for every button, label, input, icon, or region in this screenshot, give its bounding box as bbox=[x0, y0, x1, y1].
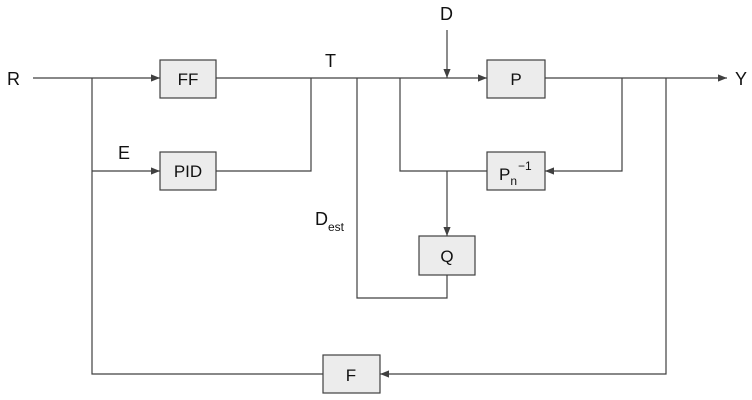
ff-block: FF bbox=[159, 59, 217, 99]
wire-pid-out bbox=[216, 78, 312, 172]
p-label: P bbox=[510, 70, 521, 89]
signal-d-est-base: D bbox=[315, 209, 328, 229]
pn-inverse-label: Pn−1 bbox=[499, 159, 532, 188]
q-label: Q bbox=[440, 247, 453, 266]
wire-pn-inv-out bbox=[399, 78, 487, 172]
pn-inverse-sub: n bbox=[510, 174, 517, 188]
pn-inverse-block: Pn−1 bbox=[486, 151, 546, 191]
q-block: Q bbox=[418, 235, 476, 276]
pid-block: PID bbox=[159, 151, 217, 191]
wire-y-to-pn-inv bbox=[545, 78, 623, 175]
wire-q-out-dest bbox=[356, 78, 448, 299]
f-label: F bbox=[346, 366, 356, 385]
signal-d-label: D bbox=[440, 4, 453, 24]
pn-inverse-sup: −1 bbox=[518, 159, 532, 173]
pn-inverse-base: P bbox=[499, 165, 510, 184]
wire-y-to-f bbox=[380, 78, 667, 378]
signal-t-label: T bbox=[325, 51, 336, 71]
f-block: F bbox=[322, 354, 381, 394]
signal-e-label: E bbox=[118, 143, 130, 163]
pid-label: PID bbox=[174, 162, 202, 181]
signal-y-label: Y bbox=[735, 69, 747, 89]
wire-left-trunk bbox=[91, 78, 323, 375]
signal-d-est-label: Dest bbox=[315, 209, 345, 234]
signal-r-label: R bbox=[7, 69, 20, 89]
p-block: P bbox=[486, 59, 546, 99]
ff-label: FF bbox=[178, 70, 199, 89]
signal-d-est-sub: est bbox=[328, 220, 345, 234]
